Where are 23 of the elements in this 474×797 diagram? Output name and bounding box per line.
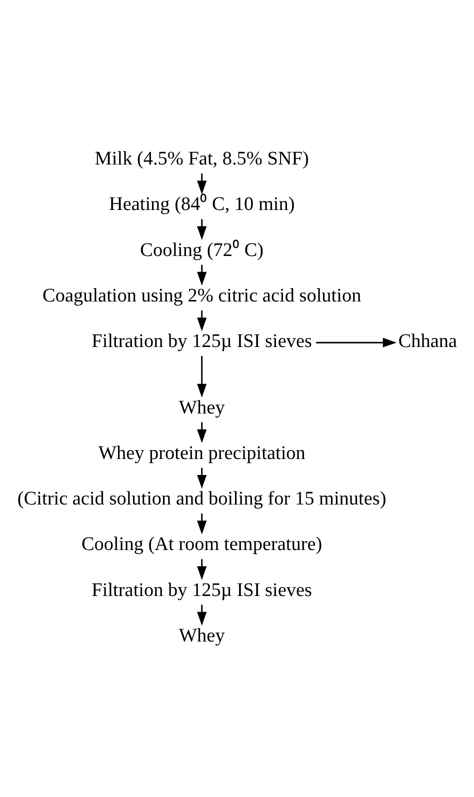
node-text: Coagulation using 2% citric acid solution — [42, 286, 362, 307]
node-text: Filtration by 125µ ISI sieves — [92, 580, 312, 601]
arrow — [197, 219, 207, 240]
node-text: Whey protein precipitation — [98, 442, 306, 464]
arrow — [197, 173, 207, 194]
arrow — [197, 468, 207, 489]
arrow — [316, 338, 397, 348]
arrow — [197, 264, 207, 286]
node-text: (Citric acid solution and boiling for 15 minutes) — [17, 488, 386, 510]
node-text: Filtration by 125µ ISI sieves — [92, 331, 312, 352]
node-text: Chhana — [398, 331, 458, 352]
node-text: Heating (84⁰ C, 10 min) — [108, 194, 295, 216]
node-text: Milk (4.5% Fat, 8.5% SNF) — [94, 148, 309, 170]
arrow — [197, 604, 207, 626]
arrow — [197, 310, 207, 332]
arrow — [197, 422, 207, 444]
node-text: Cooling (72⁰ C) — [140, 240, 264, 261]
arrow — [197, 559, 207, 580]
node-text: Whey — [178, 626, 225, 647]
arrow — [197, 356, 207, 398]
node-text: Cooling (At room temperature) — [82, 534, 322, 556]
node-text: Whey — [178, 397, 225, 418]
arrow — [197, 513, 207, 534]
